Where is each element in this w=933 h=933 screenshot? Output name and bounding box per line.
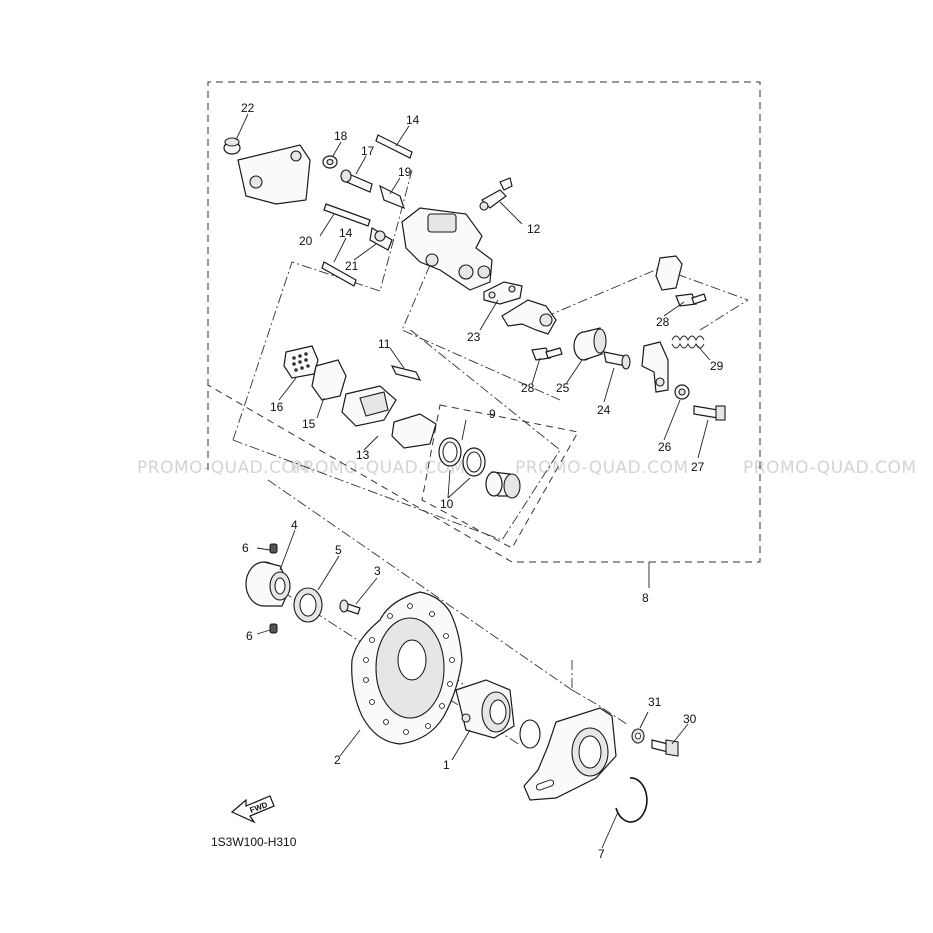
pin-chain-3 — [659, 267, 749, 301]
callout-2: 2 — [334, 753, 341, 767]
callout-29: 29 — [710, 359, 724, 373]
callout-4: 4 — [291, 518, 298, 532]
callout-16: 16 — [270, 400, 284, 414]
part-12-bleeder-valve — [479, 177, 513, 211]
callout-21: 21 — [345, 259, 359, 273]
callout-11: 11 — [378, 337, 391, 351]
pad-retainer-clip — [655, 255, 683, 291]
part-13-brake-pad-a — [341, 385, 397, 427]
callout-25: 25 — [556, 381, 570, 395]
part-7-circlip — [615, 777, 648, 823]
callout-28-right: 28 — [656, 315, 670, 329]
part-21-boot — [369, 227, 393, 251]
callout-9: 9 — [489, 407, 496, 421]
callout-30: 30 — [683, 712, 697, 726]
callout-6-upper: 6 — [242, 541, 249, 555]
part-26-nut — [674, 384, 690, 400]
part-31-washer — [631, 728, 645, 744]
callout-6-lower: 6 — [246, 629, 253, 643]
caliper-assembly-boundary — [207, 81, 761, 563]
piston-kit-boundary — [421, 404, 579, 549]
watermark: PROMO-QUAD.COM PROMO-QUAD.COM PROMO-QUAD… — [137, 458, 917, 478]
callout-18: 18 — [334, 129, 348, 143]
callout-22: 22 — [241, 101, 255, 115]
part-29-spring — [671, 335, 705, 349]
part-4-lock-nut — [245, 561, 291, 607]
part-13-brake-pad-b — [391, 413, 437, 449]
callout-23: 23 — [467, 330, 481, 344]
callout-27: 27 — [691, 460, 705, 474]
part-10-piston-seal-a — [438, 437, 462, 467]
part-15-pad-plate — [311, 359, 347, 401]
part-17-bolt — [340, 169, 373, 193]
callout-19: 19 — [398, 165, 412, 179]
callout-12: 12 — [527, 222, 541, 236]
caliper-piston — [485, 471, 521, 499]
part-25-collar — [573, 327, 607, 361]
part-27-bolt — [693, 405, 726, 421]
mount-chain-2 — [571, 689, 629, 726]
pad-clip-bracket — [641, 341, 669, 393]
watermark-text-1: PROMO-QUAD.COM — [137, 458, 311, 478]
part-19-boot — [379, 184, 405, 210]
callout-20: 20 — [299, 234, 313, 248]
pad-group-frame-lower — [232, 327, 561, 541]
part-3-disc-bolt — [339, 599, 361, 615]
callout-13: 13 — [356, 448, 370, 462]
part-30-bolt — [651, 739, 679, 757]
part-18-washer — [322, 155, 338, 169]
callout-1: 1 — [443, 758, 450, 772]
callout-10: 10 — [440, 497, 454, 511]
part-14-pin-upper — [375, 134, 413, 159]
part-6-set-screw-lower — [269, 623, 278, 634]
part-2-brake-disc — [351, 591, 463, 745]
callout-26: 26 — [658, 440, 672, 454]
bracket-chain — [401, 264, 561, 401]
callout-15: 15 — [302, 417, 316, 431]
part-23-gasket — [483, 281, 523, 305]
part-10-piston-seal-b — [462, 447, 486, 477]
part-16-pad-shim — [283, 345, 319, 379]
part-28-bolt-right — [675, 293, 707, 307]
callout-5: 5 — [335, 543, 342, 557]
caliper-mount-carrier — [523, 707, 617, 801]
pad-group-frame — [232, 169, 413, 441]
part-6-set-screw-upper — [269, 543, 278, 554]
part-5-plate-washer — [293, 587, 323, 623]
callout-3: 3 — [374, 564, 381, 578]
pin-chain-2 — [699, 299, 749, 331]
watermark-text-2: PROMO-QUAD.COM — [292, 458, 466, 478]
part-22-bushing — [223, 137, 241, 155]
callout-14-upper: 14 — [406, 113, 420, 127]
part-28-bolt-left — [531, 347, 563, 361]
support-bracket — [237, 144, 311, 205]
watermark-text-3: PROMO-QUAD.COM — [515, 458, 689, 478]
callout-14-lower: 14 — [339, 226, 353, 240]
watermark-text-4: PROMO-QUAD.COM — [743, 458, 917, 478]
pin-chain — [544, 267, 661, 318]
callout-17: 17 — [361, 144, 375, 158]
caliper-body — [401, 207, 493, 291]
fwd-direction-arrow: FWD — [230, 795, 275, 824]
callout-8: 8 — [642, 591, 649, 605]
part-14-pin-lower — [321, 261, 357, 287]
callout-28-left: 28 — [521, 381, 535, 395]
part-1-disc-hub — [455, 679, 515, 739]
callout-24: 24 — [597, 403, 611, 417]
part-11-spring-plate — [390, 365, 422, 381]
caliper-bracket — [501, 299, 557, 335]
part-20-pin — [323, 203, 371, 227]
leader-lines — [235, 113, 711, 849]
callout-labels: 22 18 14 17 19 20 14 21 12 23 28 29 11 2… — [241, 101, 724, 861]
mount-chain — [267, 479, 573, 691]
part-24-pin — [603, 351, 631, 370]
diagram-code: 1S3W100-H310 — [211, 835, 297, 849]
callout-31: 31 — [648, 695, 662, 709]
callout-7: 7 — [598, 847, 605, 861]
hub-o-ring — [519, 719, 541, 749]
